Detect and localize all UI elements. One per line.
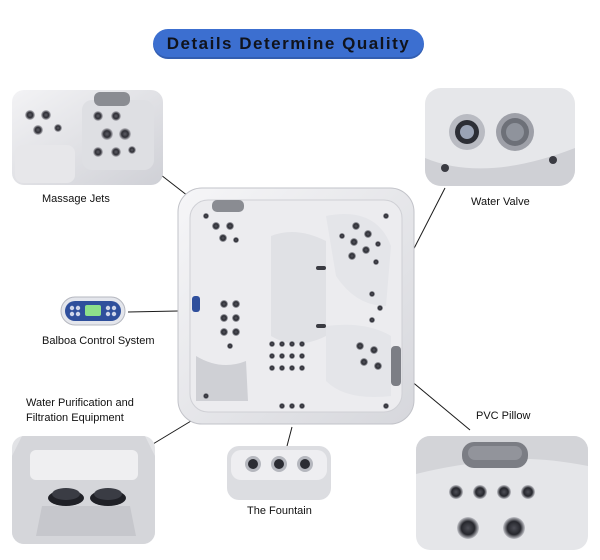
leader-balboa [127, 310, 179, 313]
balboa-control-photo [60, 296, 126, 326]
water-purification-label-line2: Filtration Equipment [26, 412, 124, 424]
filtration-equipment-photo [12, 436, 155, 544]
leader-pvc-pillow [403, 374, 471, 431]
massage-jets-photo [12, 90, 163, 185]
water-purification-label-line1: Water Purification and [26, 397, 134, 409]
water-valve-photo [425, 88, 575, 186]
fountain-label: The Fountain [247, 505, 312, 517]
balboa-control-label: Balboa Control System [42, 335, 155, 347]
water-valve-label: Water Valve [471, 196, 530, 208]
title-banner: Details Determine Quality [153, 29, 424, 59]
leader-fountain [286, 426, 293, 447]
leader-filtration [147, 417, 197, 448]
massage-jets-label: Massage Jets [42, 193, 110, 205]
hot-tub-main-photo [176, 186, 416, 426]
fountain-photo [227, 446, 331, 500]
page-title: Details Determine Quality [166, 34, 411, 53]
pvc-pillow-label: PVC Pillow [476, 410, 531, 422]
pvc-pillow-photo [416, 436, 588, 550]
